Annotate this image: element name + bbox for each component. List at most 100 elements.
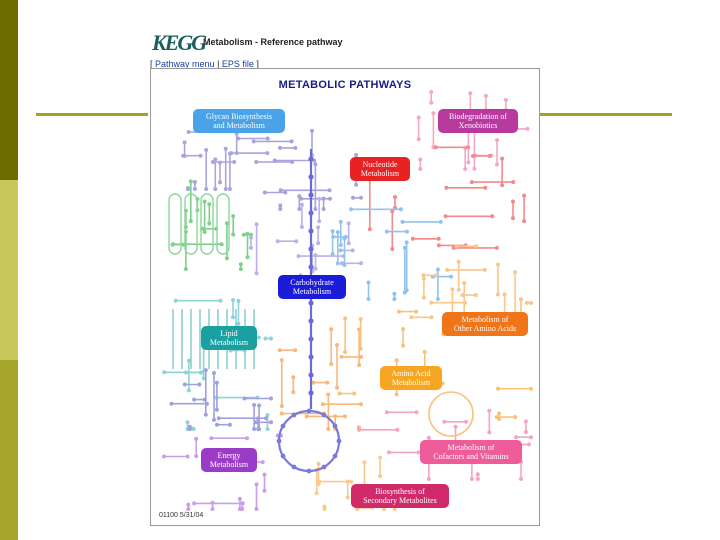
metabolite-node (399, 207, 403, 211)
metabolite-node (343, 263, 347, 267)
metabolite-node (255, 482, 259, 486)
metabolite-node (483, 186, 487, 190)
pathway-label: Metabolism (282, 287, 342, 296)
metabolite-node (519, 477, 523, 481)
pathway-cofactors-vitamins[interactable]: Metabolism of Cofactors and Vitamins (420, 440, 522, 464)
metabolite-node (347, 221, 351, 225)
metabolite-node (203, 398, 207, 402)
metabolite-node (403, 246, 407, 250)
metabolite-node (378, 474, 382, 478)
pathway-label: Energy (205, 451, 253, 460)
metabolite-node (466, 145, 470, 149)
metabolite-node (205, 402, 209, 406)
pathway-nucleotide-metabolism[interactable]: Nucleotide Metabolism (350, 157, 410, 181)
metabolite-node (385, 230, 389, 234)
metabolite-node (308, 210, 313, 215)
metabolite-node (354, 183, 358, 187)
pathway-label: Secondary Metabolites (355, 496, 445, 505)
metabolite-node (362, 460, 366, 464)
metabolite-node (524, 430, 528, 434)
metabolite-node (328, 197, 332, 201)
metabolite-node (347, 241, 351, 245)
metabolite-node (308, 264, 313, 269)
metabolite-node (359, 355, 363, 359)
metabolite-node (231, 298, 235, 302)
pathway-label: and Metabolism (197, 121, 281, 130)
metabolite-node (429, 101, 433, 105)
metabolite-node (422, 296, 426, 300)
tca-cycle (279, 411, 339, 471)
metabolite-node (231, 214, 235, 218)
pathway-amino-acid-metabolism[interactable]: Amino Acid Metabolism (380, 366, 442, 390)
metabolite-node (514, 435, 518, 439)
kegg-logo[interactable]: KEGG (152, 30, 205, 56)
metabolite-node (357, 428, 361, 432)
pathway-label: Cofactors and Vitamins (424, 452, 518, 461)
metabolite-node (331, 229, 335, 233)
metabolite-node (171, 242, 175, 246)
metabolite-node (225, 256, 229, 260)
metabolite-node (278, 204, 282, 208)
metabolite-node (293, 146, 297, 150)
metabolite-node (472, 167, 476, 171)
metabolite-node (255, 507, 259, 511)
metabolite-node (359, 317, 363, 321)
metabolite-node (401, 344, 405, 348)
pathway-glycan-biosynthesis[interactable]: Glycan Biosynthesis and Metabolism (193, 109, 285, 133)
metabolite-node (280, 412, 284, 416)
pathway-label: Xenobiotics (442, 121, 514, 130)
pathway-xenobiotics-biodegradation[interactable]: Biodegradation of Xenobiotics (438, 109, 518, 133)
metabolite-node (278, 348, 282, 352)
metabolite-node (500, 157, 504, 161)
metabolite-node (174, 299, 178, 303)
pathway-label: Metabolism (354, 169, 406, 178)
metabolite-node (474, 244, 478, 248)
metabolite-node (170, 402, 174, 406)
metabolite-node (228, 423, 232, 427)
metabolite-node (414, 310, 418, 314)
kegg-header: KEGG Metabolism - Reference pathway (150, 30, 540, 60)
pathway-label: Metabolism of (424, 443, 518, 452)
metabolite-node (335, 343, 339, 347)
pathway-secondary-metabolites[interactable]: Biosynthesis of Secondary Metabolites (351, 484, 449, 508)
metabolite-node (263, 191, 267, 195)
metabolite-node (431, 111, 435, 115)
metabolite-node (522, 194, 526, 198)
metabolite-node (357, 328, 361, 332)
pathway-label: Other Amino Acids (446, 324, 524, 333)
slide-rule-left (36, 113, 148, 116)
pathway-label: Metabolism (384, 378, 438, 387)
metabolite-node (308, 156, 313, 161)
metabolite-node (314, 267, 318, 271)
metabolite-node (393, 195, 397, 199)
metabolite-node (395, 358, 399, 362)
metabolite-node (463, 167, 467, 171)
pathway-label: Biosynthesis of (355, 487, 445, 496)
metabolite-node (187, 130, 191, 134)
metabolite-node (204, 187, 208, 191)
pathway-lipid-metabolism[interactable]: Lipid Metabolism (201, 326, 257, 350)
metabolite-node (511, 216, 515, 220)
metabolite-node (276, 239, 280, 243)
metabolite-node (445, 268, 449, 272)
metabolite-node (192, 398, 196, 402)
metabolite-node (224, 187, 228, 191)
metabolite-node (315, 491, 319, 495)
metabolite-node (337, 439, 342, 444)
pathway-carbohydrate-metabolism[interactable]: Carbohydrate Metabolism (278, 275, 346, 299)
metabolite-node (368, 227, 372, 231)
metabolite-node (322, 197, 326, 201)
metabolite-node (184, 267, 188, 271)
metabolite-node (496, 263, 500, 267)
pathway-energy-metabolism[interactable]: Energy Metabolism (201, 448, 257, 472)
metabolic-pathway-map[interactable]: METABOLIC PATHWAYS Glycan Biosynthesis a… (150, 68, 540, 526)
metabolite-node (503, 292, 507, 296)
metabolite-node (351, 248, 355, 252)
slide-sidebar-bottom (0, 360, 18, 540)
metabolite-node (488, 154, 492, 158)
metabolite-node (291, 390, 295, 394)
metabolite-node (204, 148, 208, 152)
pathway-other-amino-acids[interactable]: Metabolism of Other Amino Acids (442, 312, 528, 336)
metabolite-node (280, 404, 284, 408)
metabolite-node (476, 472, 480, 476)
